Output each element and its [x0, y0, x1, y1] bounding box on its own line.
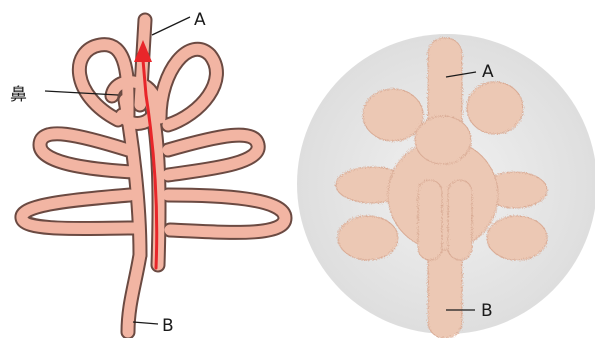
label-b-left: B — [162, 316, 174, 336]
knot-photo: A B — [297, 34, 595, 338]
leader-line-a-left — [152, 17, 190, 35]
label-nose: 鼻 — [10, 85, 27, 105]
knot-illustration: A 鼻 B — [10, 10, 285, 336]
label-b-right: B — [481, 301, 493, 321]
leader-line-b-left — [133, 322, 158, 324]
label-a-right: A — [482, 62, 494, 82]
label-a-left: A — [194, 10, 206, 30]
